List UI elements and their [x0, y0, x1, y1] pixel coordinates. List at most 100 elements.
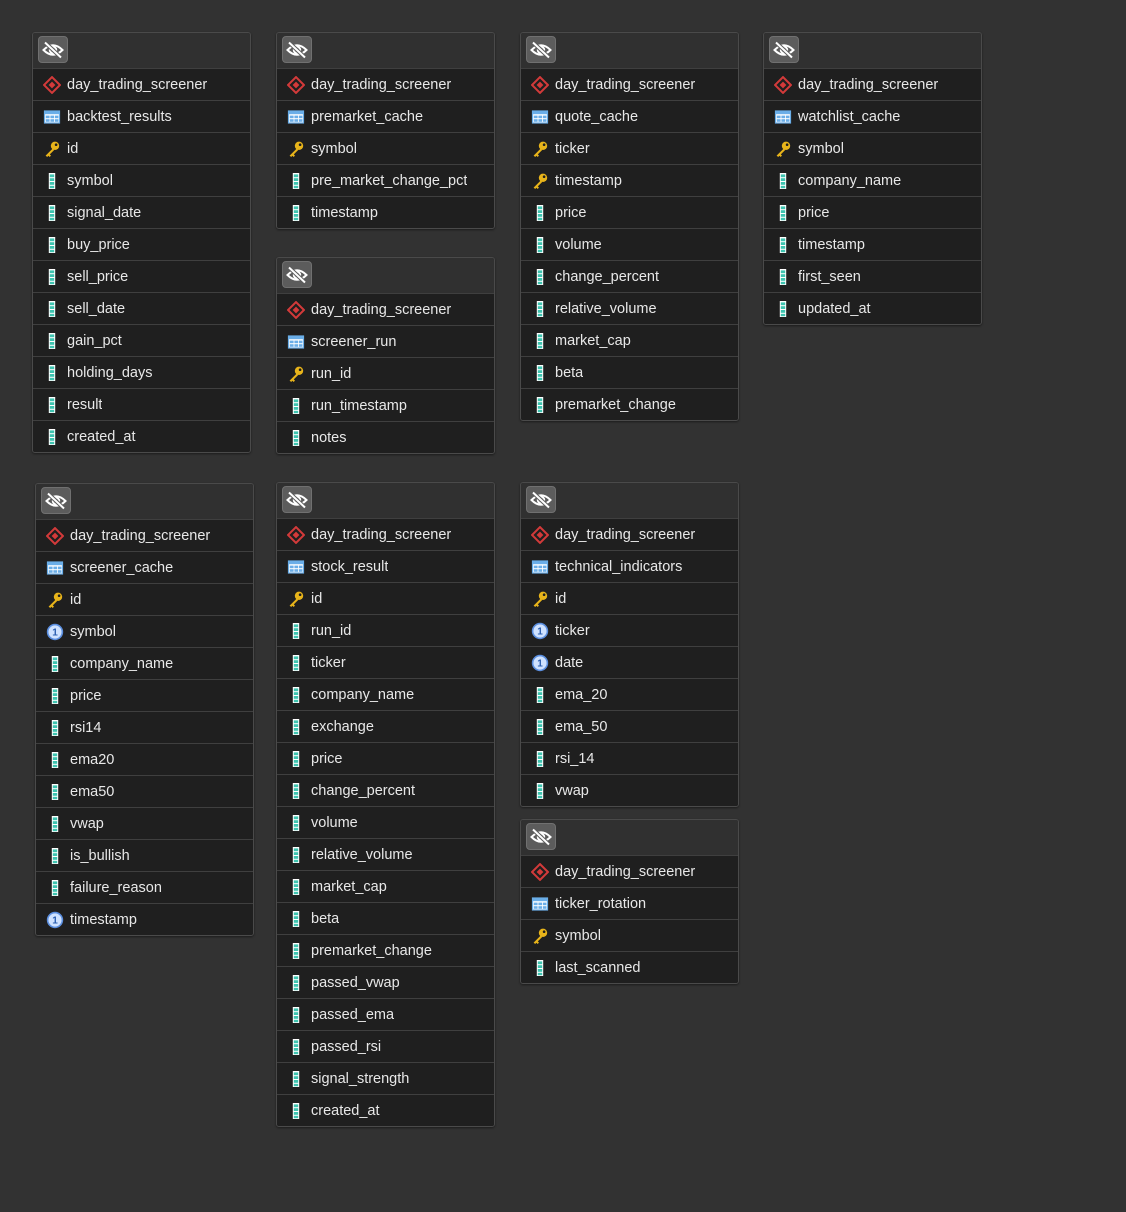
- primary-key-row[interactable]: symbol: [277, 132, 494, 164]
- primary-key-row[interactable]: id: [521, 582, 738, 614]
- schema-row[interactable]: day_trading_screener: [277, 293, 494, 325]
- column-row[interactable]: vwap: [521, 774, 738, 806]
- column-row[interactable]: ema50: [36, 775, 253, 807]
- primary-key-row[interactable]: timestamp: [521, 164, 738, 196]
- column-row[interactable]: premarket_change: [521, 388, 738, 420]
- hide-table-button[interactable]: [38, 36, 68, 63]
- column-row[interactable]: change_percent: [277, 774, 494, 806]
- column-row[interactable]: beta: [521, 356, 738, 388]
- schema-row[interactable]: day_trading_screener: [521, 855, 738, 887]
- column-row[interactable]: first_seen: [764, 260, 981, 292]
- table-name-row[interactable]: technical_indicators: [521, 550, 738, 582]
- column-row[interactable]: rsi_14: [521, 742, 738, 774]
- hide-table-button[interactable]: [282, 261, 312, 288]
- hide-table-button[interactable]: [282, 36, 312, 63]
- column-row[interactable]: volume: [277, 806, 494, 838]
- column-row[interactable]: company_name: [277, 678, 494, 710]
- column-row[interactable]: symbol: [33, 164, 250, 196]
- column-row[interactable]: created_at: [33, 420, 250, 452]
- column-row[interactable]: volume: [521, 228, 738, 260]
- table-name-row[interactable]: premarket_cache: [277, 100, 494, 132]
- column-row[interactable]: ema20: [36, 743, 253, 775]
- table-name-row[interactable]: quote_cache: [521, 100, 738, 132]
- table-name-row[interactable]: watchlist_cache: [764, 100, 981, 132]
- column-row[interactable]: beta: [277, 902, 494, 934]
- primary-key-row[interactable]: id: [277, 582, 494, 614]
- column-row[interactable]: timestamp: [764, 228, 981, 260]
- column-row[interactable]: rsi14: [36, 711, 253, 743]
- column-row[interactable]: is_bullish: [36, 839, 253, 871]
- column-row[interactable]: company_name: [764, 164, 981, 196]
- column-row[interactable]: ema_50: [521, 710, 738, 742]
- hide-table-button[interactable]: [282, 486, 312, 513]
- table-name-row[interactable]: screener_run: [277, 325, 494, 357]
- schema-row[interactable]: day_trading_screener: [33, 68, 250, 100]
- schema-row[interactable]: day_trading_screener: [277, 68, 494, 100]
- schema-row[interactable]: day_trading_screener: [521, 68, 738, 100]
- hide-table-button[interactable]: [769, 36, 799, 63]
- column-row[interactable]: price: [36, 679, 253, 711]
- schema-row[interactable]: day_trading_screener: [521, 518, 738, 550]
- table-name-row[interactable]: screener_cache: [36, 551, 253, 583]
- column-row[interactable]: signal_strength: [277, 1062, 494, 1094]
- column-row[interactable]: signal_date: [33, 196, 250, 228]
- column-row[interactable]: passed_ema: [277, 998, 494, 1030]
- column-row[interactable]: ema_20: [521, 678, 738, 710]
- hide-table-button[interactable]: [526, 823, 556, 850]
- column-row[interactable]: result: [33, 388, 250, 420]
- column-row[interactable]: passed_rsi: [277, 1030, 494, 1062]
- column-row[interactable]: buy_price: [33, 228, 250, 260]
- table-name-row[interactable]: stock_result: [277, 550, 494, 582]
- schema-row[interactable]: day_trading_screener: [277, 518, 494, 550]
- column-row[interactable]: exchange: [277, 710, 494, 742]
- hide-table-button[interactable]: [526, 486, 556, 513]
- column-row[interactable]: notes: [277, 421, 494, 453]
- column-row[interactable]: ticker: [277, 646, 494, 678]
- column-row[interactable]: price: [764, 196, 981, 228]
- column-row[interactable]: market_cap: [521, 324, 738, 356]
- column-row[interactable]: company_name: [36, 647, 253, 679]
- column-row[interactable]: run_id: [277, 614, 494, 646]
- column-row[interactable]: failure_reason: [36, 871, 253, 903]
- hide-table-button[interactable]: [526, 36, 556, 63]
- column-row[interactable]: sell_date: [33, 292, 250, 324]
- column-row[interactable]: vwap: [36, 807, 253, 839]
- column-row[interactable]: change_percent: [521, 260, 738, 292]
- schema-row[interactable]: day_trading_screener: [36, 519, 253, 551]
- column-row[interactable]: created_at: [277, 1094, 494, 1126]
- column-row[interactable]: holding_days: [33, 356, 250, 388]
- primary-key-row[interactable]: id: [33, 132, 250, 164]
- column-row[interactable]: run_timestamp: [277, 389, 494, 421]
- primary-key-row[interactable]: symbol: [764, 132, 981, 164]
- schema-row[interactable]: day_trading_screener: [764, 68, 981, 100]
- column-row[interactable]: timestamp: [277, 196, 494, 228]
- column-row[interactable]: last_scanned: [521, 951, 738, 983]
- primary-key-row[interactable]: symbol: [521, 919, 738, 951]
- column-row[interactable]: market_cap: [277, 870, 494, 902]
- hide-table-button[interactable]: [41, 487, 71, 514]
- column-row[interactable]: pre_market_change_pct: [277, 164, 494, 196]
- column-row[interactable]: price: [521, 196, 738, 228]
- column-row[interactable]: passed_vwap: [277, 966, 494, 998]
- primary-key-row[interactable]: id: [36, 583, 253, 615]
- table-name-row[interactable]: ticker_rotation: [521, 887, 738, 919]
- column-row[interactable]: sell_price: [33, 260, 250, 292]
- primary-key-row[interactable]: ticker: [521, 132, 738, 164]
- column-row[interactable]: relative_volume: [277, 838, 494, 870]
- table-name-row[interactable]: backtest_results: [33, 100, 250, 132]
- column-row[interactable]: price: [277, 742, 494, 774]
- column-row[interactable]: updated_at: [764, 292, 981, 324]
- column-row[interactable]: premarket_change: [277, 934, 494, 966]
